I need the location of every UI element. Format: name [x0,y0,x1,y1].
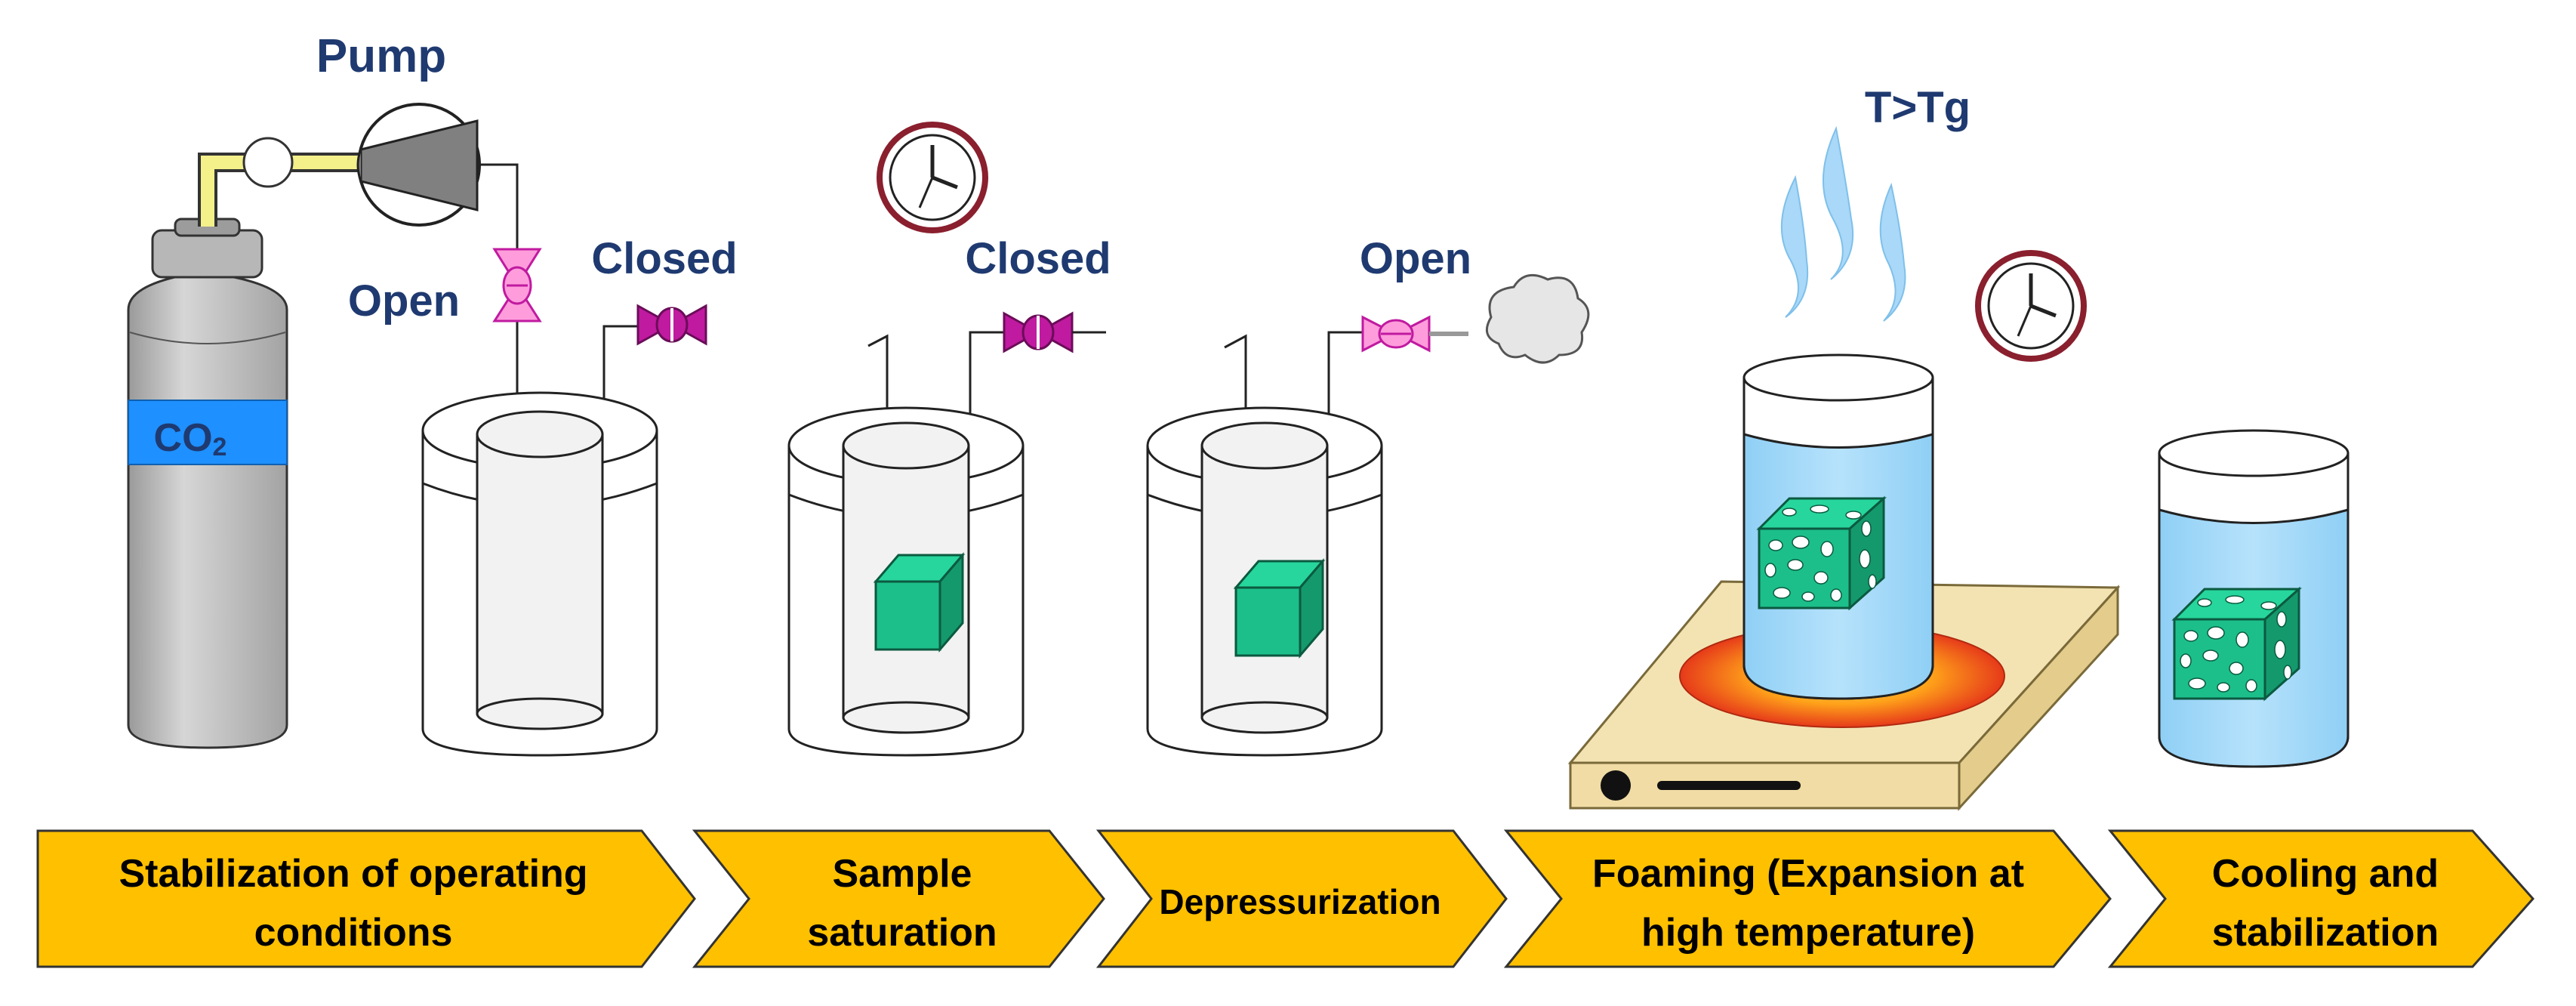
foamed-sample-cube-icon [2171,586,2302,702]
pressure-vessel-saturation [787,406,1025,757]
valve-open-label-1: Open [348,276,460,326]
pump-icon [356,103,481,227]
step-5-line-2: stabilization [2212,911,2439,955]
foaming-beaker [1742,353,1934,700]
step-5-line-1: Cooling and [2212,852,2439,896]
co2-cylinder: CO2 [127,218,288,749]
step-4-line-1: Foaming (Expansion at [1592,852,2024,896]
steam-icon [1780,125,1906,322]
open-valve-icon [492,248,542,322]
clock-icon [1975,250,2087,362]
cooling-beaker [2158,429,2350,768]
open-valve-icon [1361,315,1431,353]
step-arrow-4: Foaming (Expansion at high temperature) [1503,829,2112,968]
foamed-sample-cube-icon [1756,495,1887,611]
step-arrow-2: Sample saturation [692,829,1105,968]
step-2-line-1: Sample [833,852,972,896]
pump-label: Pump [316,30,446,82]
pressure-vessel-depressurized [1146,406,1383,757]
sample-cube-icon [873,551,966,653]
sample-cube-icon [1233,557,1326,659]
pressure-gauge-icon [242,137,294,188]
closed-valve-icon [636,304,707,346]
pressure-vessel-empty [421,391,658,757]
temperature-label: T>Tg [1865,83,1971,132]
valve-closed-label-2: Closed [965,234,1111,283]
step-4-line-2: high temperature) [1641,911,1975,955]
step-1-line-2: conditions [254,911,453,955]
closed-valve-icon [1003,311,1074,353]
co2-band [128,400,288,465]
step-arrow-1: Stabilization of operating conditions [36,829,696,968]
valve-closed-label-1: Closed [591,234,737,283]
step-arrow-3: Depressurization [1095,829,1508,968]
gas-release-cloud-icon [1485,273,1590,364]
step-2-line-2: saturation [807,911,997,955]
step-1-line-1: Stabilization of operating [119,852,587,896]
step-arrow-5: Cooling and stabilization [2107,829,2535,968]
co2-label: CO2 [154,416,227,461]
step-3-line-1: Depressurization [1159,882,1441,921]
clock-icon [877,122,988,233]
valve-open-label-2: Open [1360,234,1471,283]
